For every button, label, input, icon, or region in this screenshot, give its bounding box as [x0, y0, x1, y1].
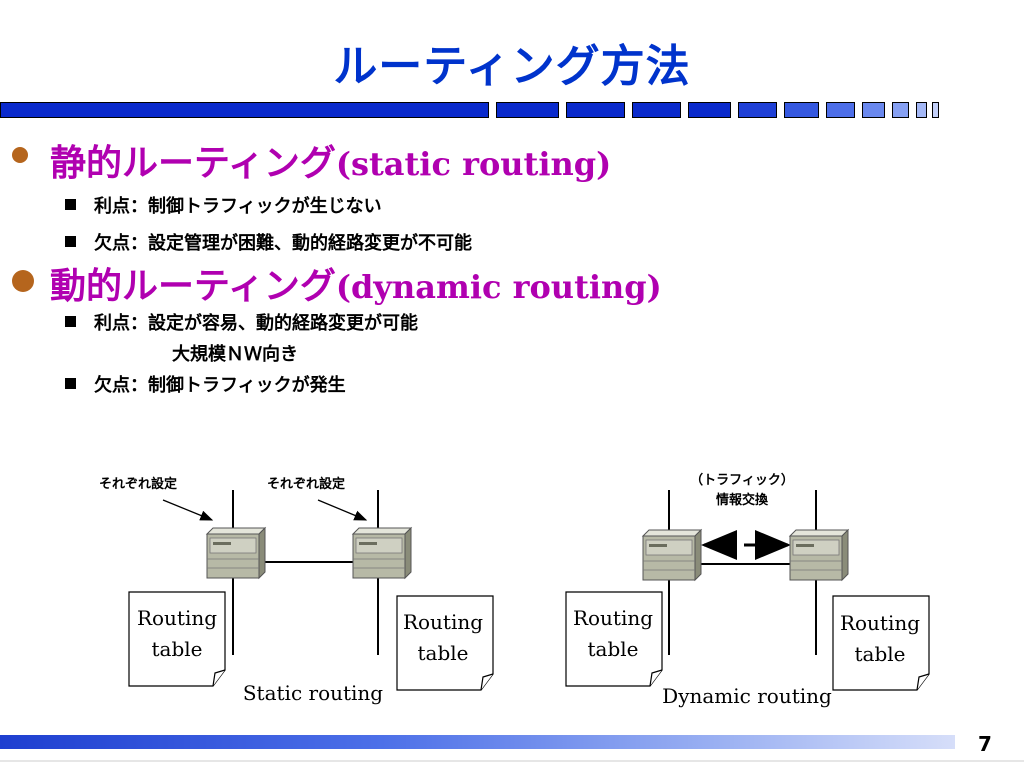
routing-table-label: table: [855, 642, 906, 666]
static-pro-text: 制御トラフィックが生じない: [148, 196, 382, 217]
footer-gradient-bar: [0, 735, 955, 749]
router-icon: [642, 529, 702, 581]
routing-table-label: table: [418, 641, 469, 665]
routing-table-label: Routing: [137, 606, 217, 630]
annotation-arrow: [162, 499, 214, 521]
routing-table-label: Routing: [840, 611, 920, 635]
static-con-label: 欠点：: [94, 233, 148, 254]
routing-table-label: table: [152, 637, 203, 661]
annotation-right: それぞれ設定: [267, 476, 345, 492]
static-routing-diagram: それぞれ設定 それぞれ設定 Routing table Routing tabl…: [99, 476, 494, 705]
static-con-text: 設定管理が困難、動的経路変更が不可能: [148, 233, 472, 254]
dynamic-pro: 利点：設定が容易、動的経路変更が可能: [94, 309, 418, 335]
square-bullet: [65, 378, 76, 389]
annotation-left: それぞれ設定: [99, 476, 177, 492]
dynamic-con: 欠点：制御トラフィックが発生: [94, 371, 346, 397]
square-bullet: [65, 316, 76, 327]
router-icon: [789, 529, 849, 581]
annotation-exchange-line1: （トラフィック）: [690, 472, 794, 488]
dynamic-pro-text: 設定が容易、動的経路変更が可能: [148, 313, 418, 334]
square-bullet: [65, 199, 76, 210]
heading-dynamic-jp: 動的ルーティング: [50, 266, 336, 307]
bullet-dot-dynamic: [12, 270, 34, 292]
heading-static-jp: 静的ルーティング: [50, 143, 336, 184]
diagram-caption-dynamic: Dynamic routing: [662, 684, 832, 708]
routing-table-label: Routing: [403, 610, 483, 634]
routing-table-label: table: [588, 637, 639, 661]
annotation-exchange-line2: 情報交換: [716, 492, 769, 508]
page-number: 7: [978, 732, 992, 756]
bullet-dot-static: [12, 147, 28, 163]
heading-dynamic-routing: 動的ルーティング(dynamic routing): [50, 257, 662, 309]
dynamic-con-text: 制御トラフィックが発生: [148, 375, 346, 396]
router-icon: [206, 527, 266, 579]
heading-static-routing: 静的ルーティング(static routing): [50, 134, 611, 186]
router-icon: [352, 527, 412, 579]
routing-table-label: Routing: [573, 606, 653, 630]
square-bullet: [65, 236, 76, 247]
dynamic-pro-line2: 大規模ＮＷ向き: [172, 344, 298, 365]
static-pro-label: 利点：: [94, 196, 148, 217]
static-con: 欠点：設定管理が困難、動的経路変更が不可能: [94, 229, 472, 255]
heading-static-en: (static routing): [335, 145, 612, 183]
static-pro: 利点：制御トラフィックが生じない: [94, 192, 382, 218]
annotation-arrow: [317, 499, 368, 521]
dynamic-con-label: 欠点：: [94, 375, 148, 396]
dynamic-routing-diagram: （トラフィック） 情報交換 Routing table Routing tabl…: [565, 472, 930, 708]
title-underline-bar: [0, 102, 939, 118]
footer-divider: [0, 760, 1024, 762]
dynamic-pro-label: 利点：: [94, 313, 148, 334]
heading-dynamic-en: (dynamic routing): [335, 268, 662, 306]
slide-title: ルーティング方法: [333, 41, 691, 92]
diagram-caption-static: Static routing: [243, 681, 383, 705]
